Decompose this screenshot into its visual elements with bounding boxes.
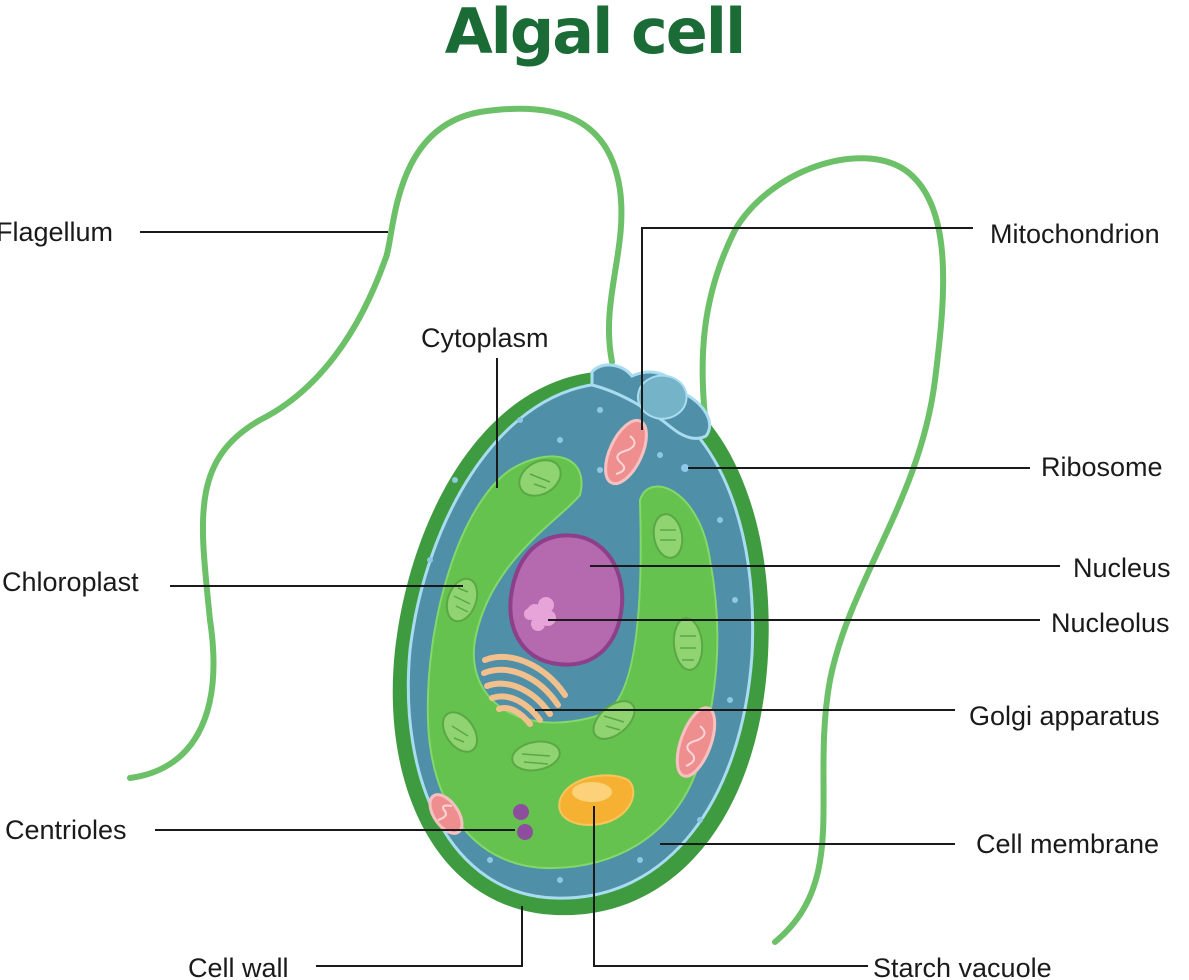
ribosome [557,877,563,883]
diagram-title: Algal cell [444,0,747,68]
flagellum-right [699,155,947,945]
label-nucleolus: Nucleolus [1051,608,1170,638]
ribosome [597,407,603,413]
chloroplast-cup [426,455,719,870]
label-ribosome: Ribosome [1041,452,1163,482]
ribosome [717,517,723,523]
label-centrioles: Centrioles [5,815,127,845]
ribosome [452,477,458,483]
chloroplast [672,617,704,671]
ribosome [727,697,733,703]
ribosome [681,464,689,472]
label-flagellum: Flagellum [0,217,113,247]
leader-starch-vacuole [593,806,868,967]
ribosome [697,817,703,823]
label-cell-wall: Cell wall [188,953,289,980]
ribosome [657,452,663,458]
label-chloroplast: Chloroplast [2,567,139,597]
centrioles [513,804,533,840]
mitochondrion [604,418,648,486]
chloroplast [511,740,561,772]
ribosome [597,467,603,473]
ribosomes [427,407,738,883]
leader-mitochondrion [641,227,973,430]
starch-vacuole-highlight [572,782,612,802]
mitochondria [428,418,717,835]
mitochondrion [675,706,717,778]
flagellum-left [127,105,625,781]
ribosome [487,857,493,863]
ribosome [557,437,563,443]
label-nucleus: Nucleus [1073,553,1171,583]
nucleus [508,533,625,667]
centriole [513,804,529,820]
chloroplast [652,513,684,559]
chloroplast [441,711,479,753]
centriole [517,824,533,840]
ribosome [517,417,523,423]
ribosome [637,857,643,863]
nucleolus [524,597,556,631]
ribosome [427,557,433,563]
ribosome [732,597,738,603]
label-mitochondrion: Mitochondrion [990,219,1160,249]
label-cytoplasm: Cytoplasm [421,323,549,353]
label-cell-membrane: Cell membrane [976,829,1159,859]
golgi-apparatus [481,653,568,727]
label-golgi-apparatus: Golgi apparatus [969,701,1160,731]
leader-cell-wall [316,906,523,967]
label-starch-vacuole: Starch vacuole [873,953,1052,980]
contractile-vacuole [637,374,688,420]
leader-lines [140,227,1060,967]
